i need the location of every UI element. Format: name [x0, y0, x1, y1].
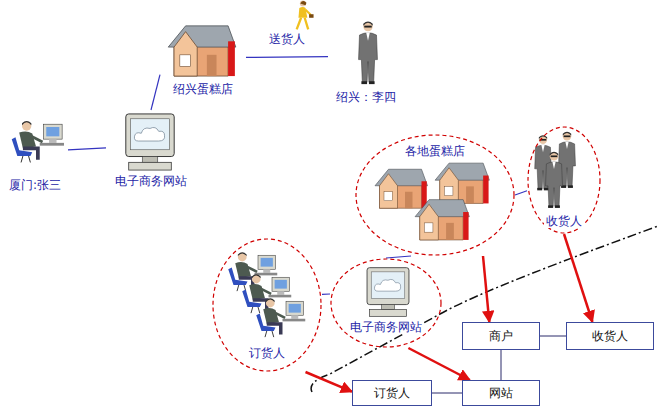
user-at-desk [256, 298, 305, 337]
courier-figure [297, 1, 314, 30]
process-box: 网站 [462, 380, 540, 406]
node-label: 电子商务网站 [115, 174, 187, 188]
icon-node: 厦门:张三 [2, 112, 68, 196]
text-holder: 电子商务网站 [106, 174, 196, 188]
computer-icon [367, 268, 409, 317]
connector [322, 293, 330, 294]
icon-node: 绍兴：李四 [328, 18, 404, 104]
connector [483, 256, 489, 322]
text-holder: 各地蛋糕店 [355, 144, 515, 158]
person-figure [546, 152, 563, 208]
process-box: 商户 [462, 322, 540, 350]
group-ellipse: 收货人 [527, 126, 601, 234]
node-label: 收货人 [592, 329, 628, 343]
group-ellipse: 订货人 [212, 238, 322, 372]
node-label: 各地蛋糕店 [403, 144, 467, 158]
dashed-ellipse [213, 239, 321, 371]
cake-shop-icon [415, 200, 469, 240]
icon-node: 绍兴蛋糕店 [160, 20, 246, 98]
node-label: 绍兴：李四 [336, 90, 396, 104]
node-label: 订货人 [247, 346, 287, 360]
text-holder: 网站 [489, 386, 513, 400]
dashed-ellipse [356, 135, 514, 255]
text-holder: 绍兴：李四 [328, 90, 404, 104]
node-label: 收货人 [544, 214, 584, 228]
connector [564, 234, 592, 322]
text-holder: 订货人 [212, 346, 322, 360]
text-holder: 收货人 [592, 329, 628, 343]
node-label: 绍兴蛋糕店 [173, 82, 233, 96]
text-holder: 收货人 [527, 214, 601, 228]
connector [306, 372, 353, 392]
text-holder: 绍兴蛋糕店 [160, 82, 246, 96]
user-at-desk [242, 274, 291, 313]
text-holder: 商户 [489, 329, 513, 343]
process-box: 订货人 [352, 380, 432, 406]
cake-shop-icon [168, 26, 236, 76]
user-at-desk [12, 121, 64, 163]
connector [151, 75, 160, 110]
connector [246, 56, 328, 58]
dashed-ellipse [331, 259, 441, 347]
icon-node: 电子商务网站 [106, 110, 196, 194]
connector [540, 336, 566, 337]
node-label: 商户 [489, 329, 513, 343]
dashed-ellipse [528, 127, 600, 233]
cake-shop-icon [435, 163, 489, 203]
node-label: 电子商务网站 [348, 320, 424, 334]
node-label: 厦门:张三 [9, 178, 61, 192]
connector [515, 191, 527, 195]
person-figure [359, 21, 378, 84]
node-label: 订货人 [374, 386, 410, 400]
process-box: 收货人 [566, 322, 654, 350]
edge-label: 送货人 [267, 32, 307, 46]
connector [501, 350, 502, 380]
text-holder: 电子商务网站 [330, 320, 442, 334]
connector [408, 348, 469, 380]
connector [68, 148, 106, 150]
group-ellipse: 各地蛋糕店 [355, 134, 515, 256]
computer-icon [126, 114, 174, 170]
text-holder: 订货人 [374, 386, 410, 400]
cake-shop-icon [375, 169, 428, 208]
text-holder: 厦门:张三 [2, 178, 68, 192]
ellipse-outline [330, 258, 442, 348]
connector [432, 393, 462, 394]
separator-line [311, 226, 658, 392]
connector [386, 256, 411, 258]
group-ellipse: 电子商务网站 [330, 258, 442, 348]
node-label: 网站 [489, 386, 513, 400]
